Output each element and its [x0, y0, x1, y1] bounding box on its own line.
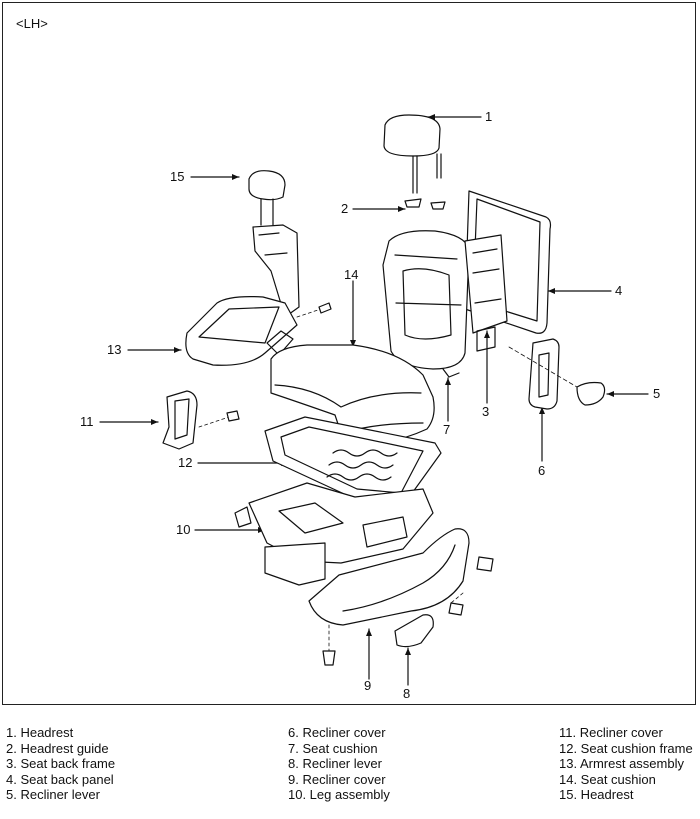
callout-4: 4 [615, 283, 623, 298]
recliner-lever-8 [394, 614, 434, 648]
legend-item: 6. Recliner cover [288, 725, 386, 740]
legend-item: 15. Headrest [559, 787, 634, 803]
callout-13: 13 [107, 342, 122, 357]
legend-item: 3. Seat back frame [6, 756, 116, 772]
seat-back [382, 230, 508, 378]
legend-item: 10. Leg assembly [288, 787, 390, 803]
leader-lines [99, 114, 649, 686]
leg-assembly [234, 482, 434, 586]
legend-item: 2. Headrest guide [6, 740, 109, 756]
callout-11: 11 [80, 414, 94, 429]
legend-item: 14. Seat cushion [559, 771, 656, 787]
armrest-column [248, 170, 300, 318]
recliner-cover-11 [162, 390, 198, 450]
seat-cushion-frame [264, 416, 442, 504]
legend-item: 7. Seat cushion [288, 740, 378, 756]
recliner-cover-6 [528, 338, 560, 410]
callout-10: 10 [176, 522, 191, 537]
legend-item: 12. Seat cushion frame [559, 740, 693, 756]
callout-12: 12 [178, 455, 193, 470]
callout-14: 14 [344, 267, 359, 282]
callout-9: 9 [364, 678, 372, 693]
legend-item: 4. Seat back panel [6, 771, 114, 787]
parts-legend: 1. Headrest 2. Headrest guide 3. Seat ba… [0, 725, 700, 815]
legend-item: 9. Recliner cover [288, 771, 386, 787]
legend-item: 13. Armrest assembly [559, 756, 684, 772]
legend-column-3: 11. Recliner cover 12. Seat cushion fram… [559, 725, 693, 803]
callout-7: 7 [443, 422, 451, 437]
recliner-lever-5 [576, 381, 606, 406]
callout-1: 1 [485, 109, 493, 124]
legend-item: 11. Recliner cover [559, 725, 663, 740]
legend-item: 5. Recliner lever [6, 787, 100, 803]
headrest-main [383, 114, 446, 210]
callout-6: 6 [538, 463, 546, 478]
exploded-diagram: <LH> [2, 2, 696, 705]
callout-3: 3 [482, 404, 490, 419]
legend-column-2: 6. Recliner cover 7. Seat cushion 8. Rec… [288, 725, 390, 803]
legend-column-1: 1. Headrest 2. Headrest guide 3. Seat ba… [6, 725, 115, 803]
callout-2: 2 [341, 201, 349, 216]
callout-5: 5 [653, 386, 661, 401]
legend-item: 1. Headrest [6, 725, 74, 740]
callout-15: 15 [170, 169, 185, 184]
legend-item: 8. Recliner lever [288, 756, 382, 772]
callout-8: 8 [403, 686, 411, 701]
recliner-cover-9 [308, 528, 470, 626]
armrest-assembly [185, 296, 298, 366]
diagram-drawing [99, 114, 649, 686]
side-tag: <LH> [16, 16, 48, 31]
